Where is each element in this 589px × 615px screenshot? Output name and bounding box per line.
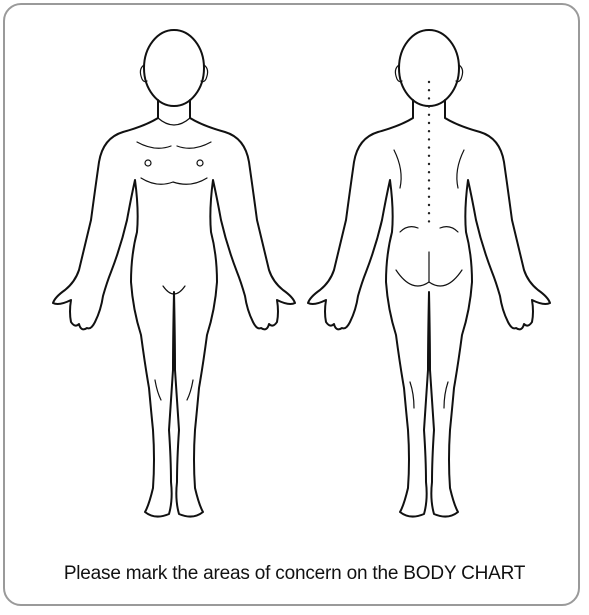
spine-dot [428,122,430,124]
back-body-outline [300,20,560,530]
spine-dot [428,146,430,148]
body-chart-figures [0,0,589,540]
spine-dot [428,212,430,214]
spine-dot [428,138,430,140]
front-body-outline [45,20,305,530]
spine-dot [428,187,430,189]
spine-dot [428,105,430,107]
spine-dot [428,196,430,198]
spine-dot [428,171,430,173]
back-torso-limbs [308,100,550,517]
spine-dot [428,89,430,91]
back-head [399,30,459,106]
spine-dots [428,81,430,223]
body-figure-front[interactable] [45,20,305,530]
spine-dot [428,81,430,83]
spine-dot [428,155,430,157]
spine-dot [428,204,430,206]
body-chart-instruction: Please mark the areas of concern on the … [0,563,589,585]
spine-dot [428,163,430,165]
body-figure-back[interactable] [300,20,560,530]
front-head [144,30,204,106]
spine-dot [428,220,430,222]
spine-dot [428,130,430,132]
spine-dot [428,114,430,116]
spine-dot [428,179,430,181]
front-torso-limbs [53,100,295,517]
spine-dot [428,97,430,99]
